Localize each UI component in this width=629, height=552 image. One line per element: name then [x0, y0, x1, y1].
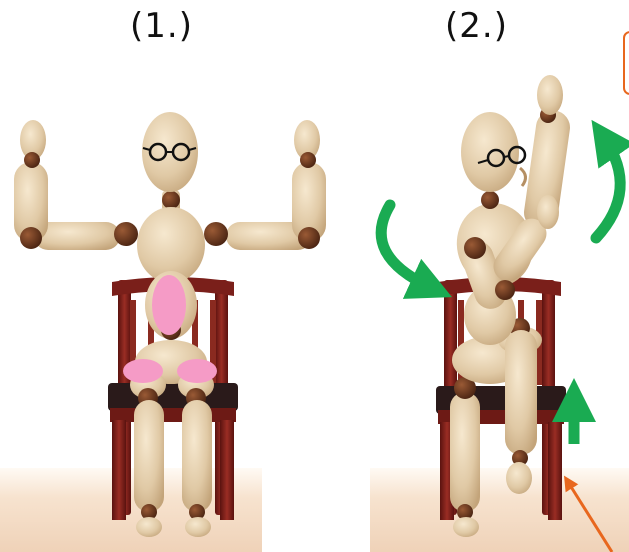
rotate-arrow-right [596, 138, 620, 238]
highlight-hip-left [123, 359, 163, 383]
highlight-hip-right [177, 359, 217, 383]
rotate-arrow-left [381, 205, 432, 288]
floor-right [370, 468, 629, 552]
callout-edge [624, 32, 629, 94]
highlight-core [152, 275, 186, 335]
